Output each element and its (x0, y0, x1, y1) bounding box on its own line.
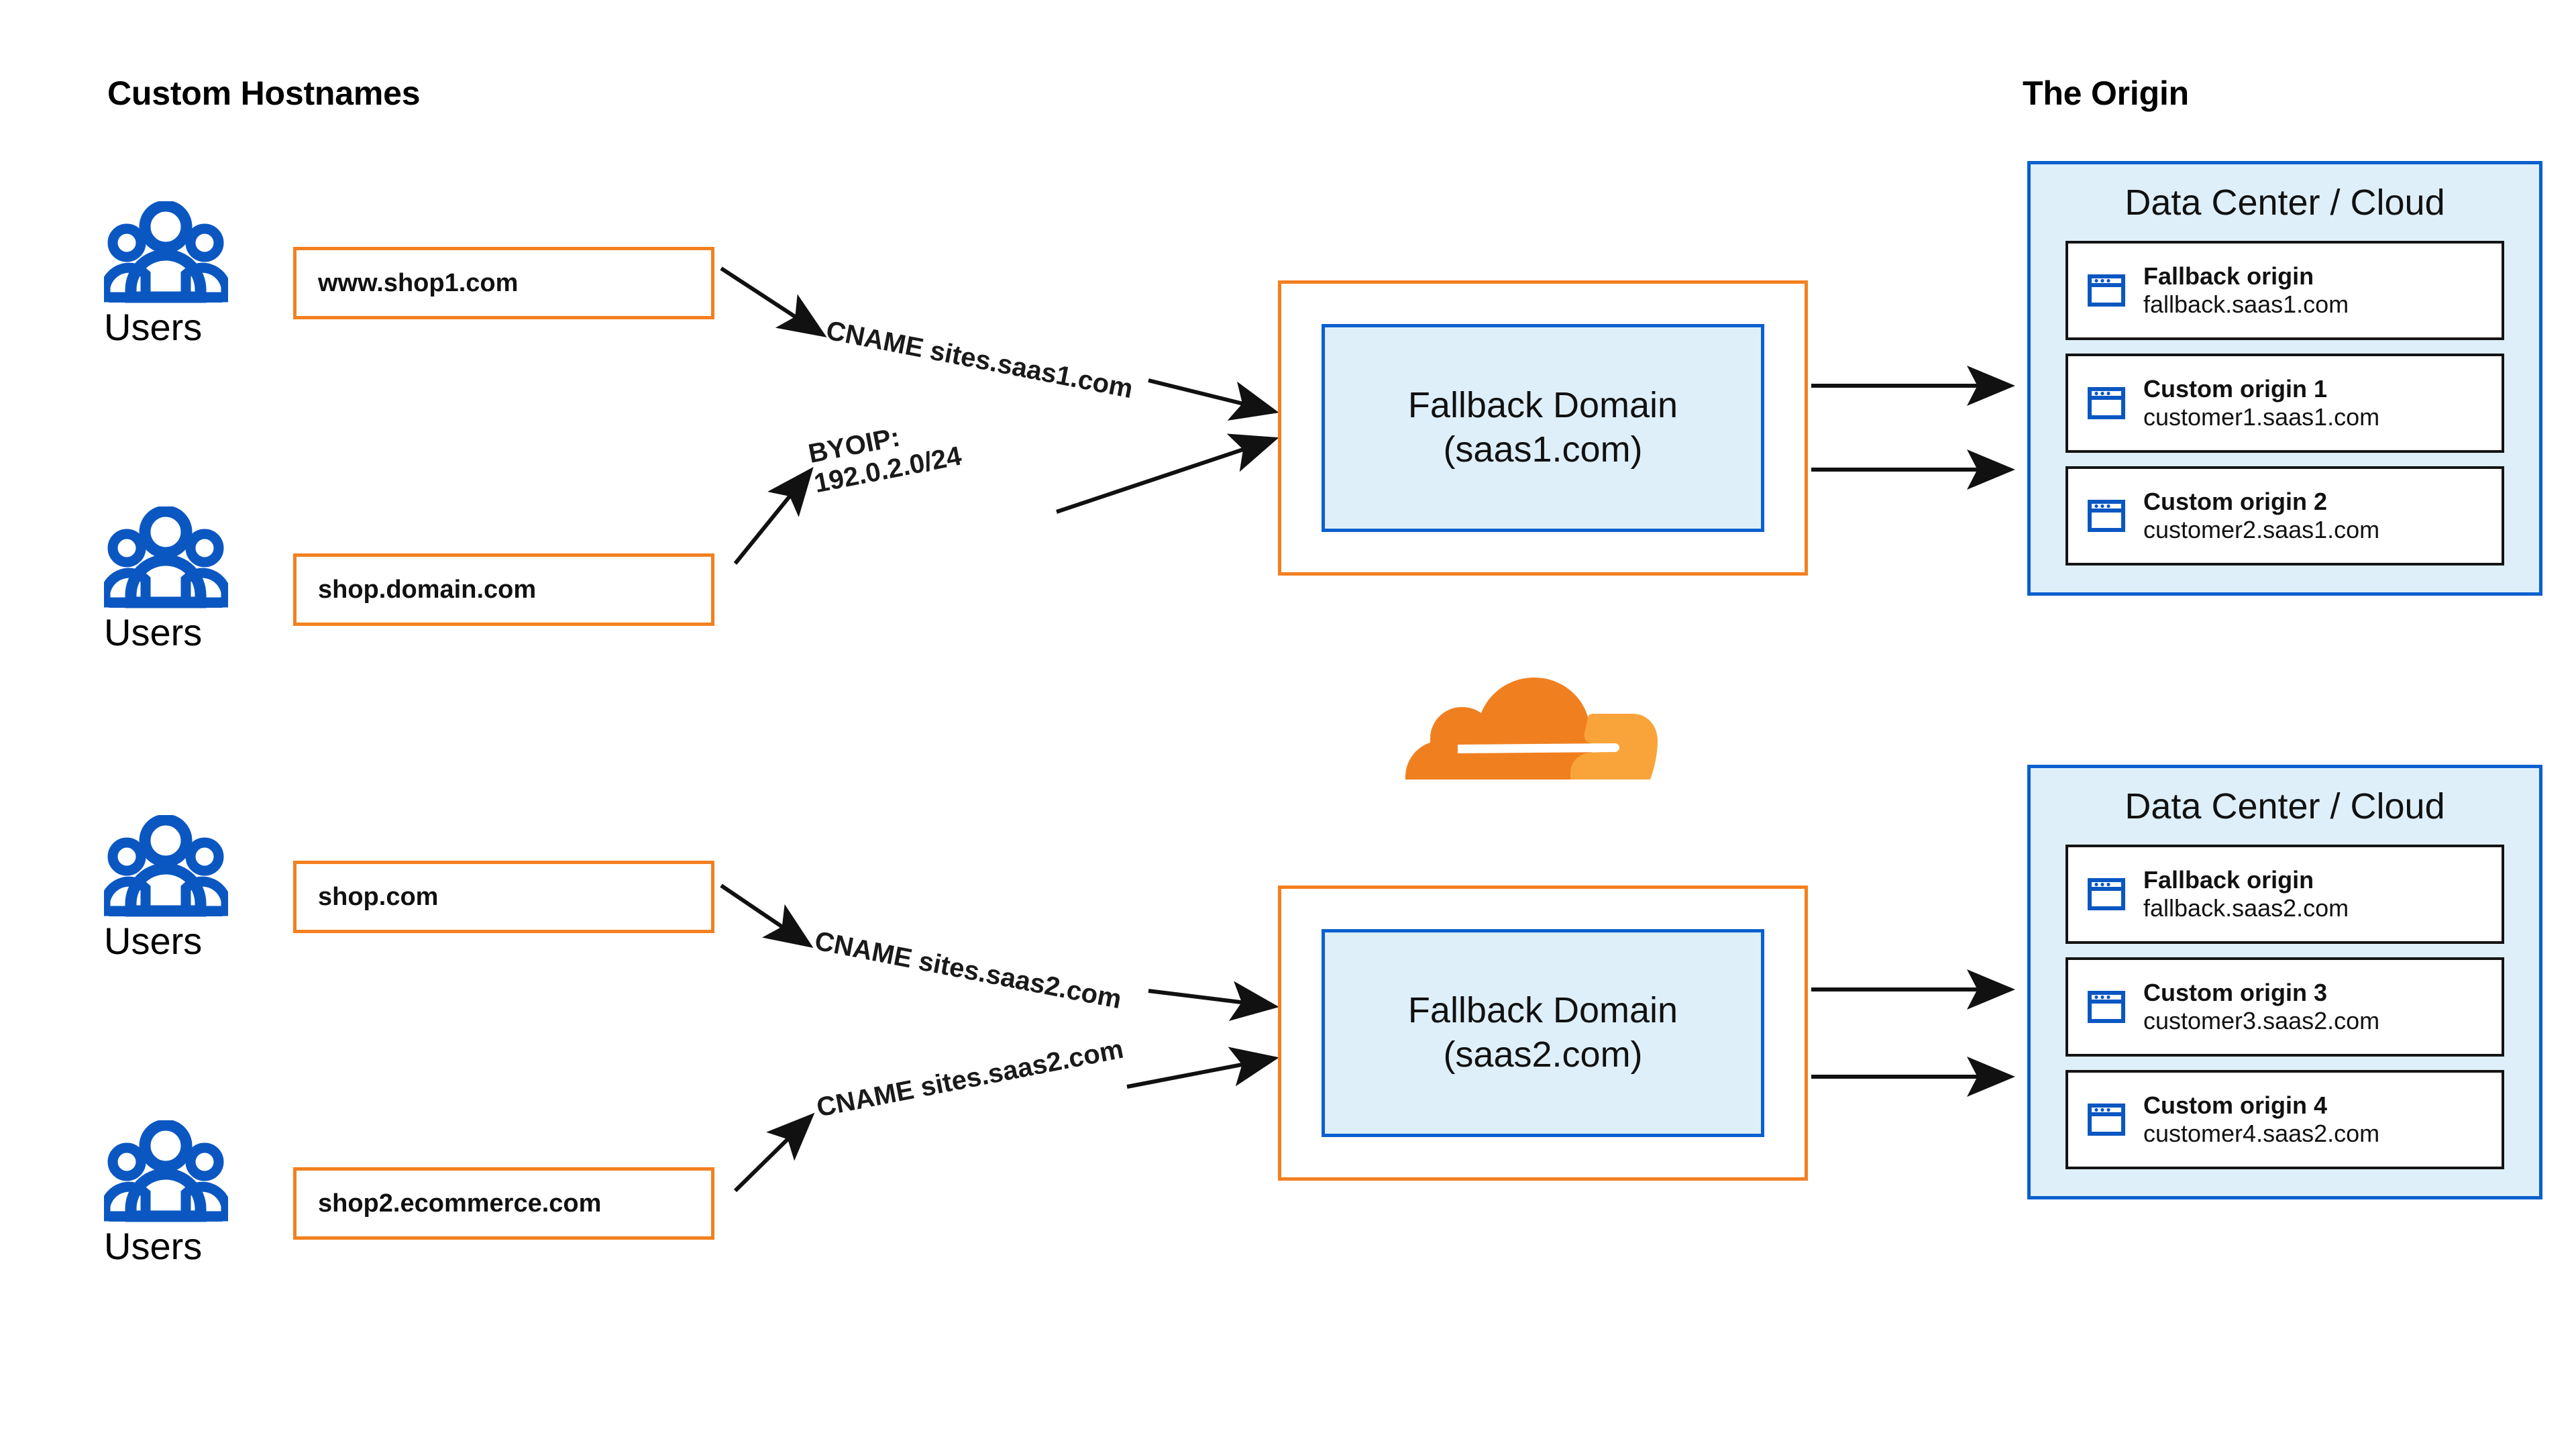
hostname-box-4[interactable]: shop2.ecommerce.com (293, 1167, 714, 1240)
origin-card-custom-1[interactable]: Custom origin 1 customer1.saas1.com (2065, 354, 2504, 453)
wire-label-to-fallback2 (1148, 981, 1279, 1022)
hostname-value-3: shop.com (318, 882, 439, 911)
hostname-value-2: shop.domain.com (318, 575, 537, 604)
wire-hostname3-to-label (720, 883, 814, 949)
users-label-1: Users (104, 306, 203, 348)
origin-host: customer1.saas1.com (2143, 403, 2380, 431)
origin-card-custom-3[interactable]: Custom origin 3 customer3.saas2.com (2065, 957, 2504, 1057)
fallback-domain-box-2: Fallback Domain (saas2.com) (1278, 885, 1808, 1181)
users-label-3: Users (104, 920, 203, 962)
heading-custom-hostnames: Custom Hostnames (107, 74, 421, 112)
hostname-value-4: shop2.ecommerce.com (318, 1189, 602, 1218)
data-center-title-1: Data Center / Cloud (2125, 182, 2445, 223)
wire-label-to-fallback1-byoip (1056, 433, 1279, 514)
fallback-domain-domain-2: (saas2.com) (1443, 1034, 1643, 1075)
cloud-body (1405, 678, 1592, 780)
origin-card-custom-2[interactable]: Custom origin 2 customer2.saas1.com (2065, 466, 2504, 566)
edge-label-byoip: BYOIP: 192.0.2.0/24 (806, 422, 964, 498)
users-icon (100, 814, 231, 917)
origin-name: Fallback origin (2143, 262, 2314, 290)
fallback-domain-box-1: Fallback Domain (saas1.com) (1278, 280, 1808, 576)
origin-name: Custom origin 1 (2143, 375, 2328, 403)
wire-label-to-fallback2-b (1126, 1046, 1279, 1089)
origin-host: customer4.saas2.com (2143, 1120, 2380, 1147)
users-label-4: Users (104, 1225, 203, 1267)
heading-the-origin: The Origin (2023, 74, 2190, 112)
wire-hostname4-to-label (733, 1112, 815, 1193)
origin-host: customer3.saas2.com (2143, 1007, 2380, 1034)
users-icon (100, 505, 231, 608)
browser-window-icon (2088, 878, 2125, 910)
wire-hostname2-to-label (733, 467, 814, 565)
hostname-box-1[interactable]: www.shop1.com (293, 247, 714, 319)
fallback-domain-inner-2: Fallback Domain (saas2.com) (1322, 929, 1764, 1137)
fallback-domain-title-2: Fallback Domain (1407, 990, 1678, 1031)
users-icon (100, 200, 231, 303)
browser-window-icon (2088, 274, 2125, 307)
data-center-panel-2: Data Center / Cloud Fallback origin fall… (2027, 765, 2542, 1199)
fallback-domain-inner-1: Fallback Domain (saas1.com) (1322, 324, 1764, 532)
origin-card-fallback-1[interactable]: Fallback origin fallback.saas1.com (2065, 241, 2504, 340)
wire-hostname1-to-label (720, 266, 827, 337)
edge-label-cname-saas1: CNAME sites.saas1.com (823, 315, 1136, 405)
data-center-panel-1: Data Center / Cloud Fallback origin fall… (2027, 161, 2542, 596)
browser-window-icon (2088, 1104, 2125, 1136)
origin-name: Custom origin 4 (2143, 1091, 2328, 1120)
user-group-3 (100, 814, 231, 926)
user-group-2 (100, 505, 231, 617)
browser-window-icon (2088, 500, 2125, 532)
origin-host: customer2.saas1.com (2143, 516, 2380, 543)
hostname-value-1: www.shop1.com (318, 268, 519, 297)
user-group-1 (100, 200, 231, 312)
hostname-box-2[interactable]: shop.domain.com (293, 553, 714, 626)
origin-card-fallback-2[interactable]: Fallback origin fallback.saas2.com (2065, 845, 2504, 944)
user-group-4 (100, 1119, 231, 1231)
edge-label-cname-saas2-b: CNAME sites.saas2.com (814, 1034, 1126, 1123)
cloudflare-logo (1399, 678, 1667, 802)
wire-label-to-fallback1 (1148, 378, 1279, 421)
origin-name: Custom origin 3 (2143, 979, 2328, 1007)
cloud-stripe (1458, 743, 1619, 753)
origin-card-custom-4[interactable]: Custom origin 4 customer4.saas2.com (2065, 1070, 2504, 1169)
browser-window-icon (2088, 387, 2125, 419)
data-center-title-2: Data Center / Cloud (2125, 786, 2445, 826)
fallback-domain-title-1: Fallback Domain (1407, 385, 1678, 426)
cloud-accent (1570, 714, 1658, 780)
fallback-domain-domain-1: (saas1.com) (1443, 429, 1643, 470)
hostname-box-3[interactable]: shop.com (293, 861, 714, 933)
cloudflare-cloud-logo (1405, 678, 1658, 780)
users-label-2: Users (104, 611, 203, 653)
origin-host: fallback.saas1.com (2143, 290, 2349, 318)
edge-label-cname-saas2-a: CNAME sites.saas2.com (812, 926, 1124, 1015)
users-icon (100, 1119, 231, 1222)
origin-host: fallback.saas2.com (2143, 894, 2349, 922)
origin-name: Custom origin 2 (2143, 488, 2328, 516)
browser-window-icon (2088, 991, 2125, 1023)
origin-name: Fallback origin (2143, 866, 2314, 894)
